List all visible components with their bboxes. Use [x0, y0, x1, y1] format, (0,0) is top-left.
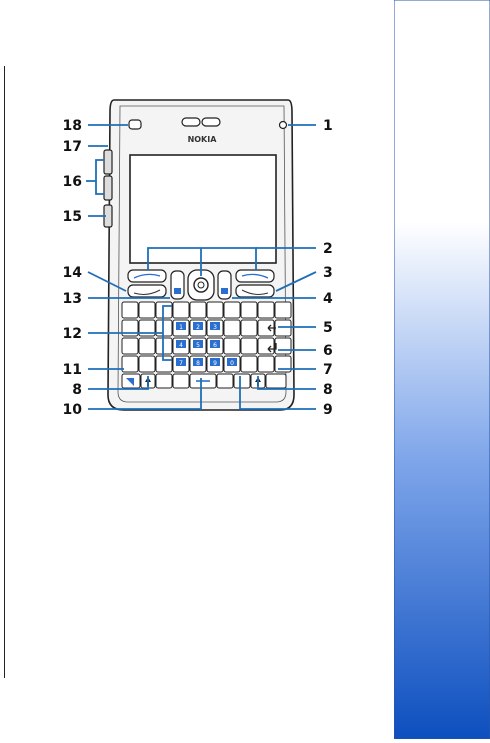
number-key-0-label: 0: [230, 360, 234, 367]
callout-3: 3: [323, 265, 333, 281]
keyboard-key: [224, 302, 240, 318]
number-key-4-label: 4: [179, 342, 183, 349]
callout-8-right: 8: [323, 382, 333, 398]
brand-logo: NOKIA: [188, 135, 218, 144]
call-key: [128, 285, 166, 297]
callout-8-left: 8: [72, 382, 82, 398]
keyboard-key: [173, 302, 189, 318]
callout-15: 15: [63, 209, 82, 225]
callout-5: 5: [323, 320, 333, 336]
callout-7: 7: [323, 362, 333, 378]
left-selection-key: [128, 270, 166, 282]
keyboard-key: [234, 374, 250, 388]
callout-14: 14: [63, 265, 83, 281]
earpiece-right: [202, 118, 220, 126]
keyboard-key: [258, 356, 274, 372]
keyboard-key: [122, 302, 138, 318]
display-screen: [130, 155, 276, 263]
keyboard-key: [207, 302, 223, 318]
keyboard-key: [241, 320, 257, 336]
home-key: [171, 271, 184, 299]
light-sensor: [129, 120, 141, 129]
front-camera: [280, 122, 287, 129]
side-key-down: [104, 176, 112, 200]
keyboard-key: [224, 338, 240, 354]
callout-17: 17: [63, 139, 82, 155]
mail-icon: [221, 288, 228, 294]
navi-key-dot: [198, 282, 204, 288]
keyboard-key: [275, 302, 291, 318]
keyboard-key: [275, 320, 291, 336]
home-icon: [174, 288, 181, 294]
keyboard-key: [258, 338, 274, 354]
keyboard-key: [139, 302, 155, 318]
number-key-7-label: 7: [179, 360, 183, 367]
keyboard-key: [156, 302, 172, 318]
keyboard-key: [241, 302, 257, 318]
keyboard-key: [139, 338, 155, 354]
callout-6: 6: [323, 343, 333, 359]
side-key-up: [104, 150, 112, 174]
keyboard-key: [241, 338, 257, 354]
number-key-9-label: 9: [213, 360, 217, 367]
mail-key: [218, 271, 231, 299]
right-selection-key: [236, 270, 274, 282]
callout-11: 11: [63, 362, 82, 378]
callout-1: 1: [323, 118, 333, 134]
callout-2: 2: [323, 241, 333, 257]
keyboard-key: [156, 374, 172, 388]
keyboard-key: [275, 338, 291, 354]
number-key-1-label: 1: [179, 324, 183, 331]
keyboard-key: [241, 356, 257, 372]
callout-4: 4: [323, 291, 333, 307]
number-key-6-label: 6: [213, 342, 217, 349]
callout-13: 13: [63, 291, 82, 307]
keyboard-key: [173, 374, 189, 388]
callout-18: 18: [63, 118, 82, 134]
keyboard: 1 2 3 4 5 6 7 8 9 0: [122, 302, 291, 388]
callout-9: 9: [323, 402, 333, 418]
callout-16: 16: [63, 174, 82, 190]
keyboard-key: [156, 356, 172, 372]
callout-12: 12: [63, 326, 82, 342]
number-key-3-label: 3: [213, 324, 217, 331]
keyboard-key: [122, 356, 138, 372]
number-key-5-label: 5: [196, 342, 200, 349]
keyboard-key: [139, 356, 155, 372]
keyboard-key: [217, 374, 233, 388]
callout-10: 10: [63, 402, 83, 418]
keyboard-key: [190, 302, 206, 318]
number-key-2-label: 2: [196, 324, 200, 331]
keyboard-key: [258, 302, 274, 318]
number-key-8-label: 8: [196, 360, 200, 367]
keyboard-key: [122, 338, 138, 354]
ctrl-key: [266, 374, 286, 388]
end-key: [236, 285, 274, 297]
keyboard-key: [224, 320, 240, 336]
keyboard-key: [156, 338, 172, 354]
earpiece-left: [182, 118, 200, 126]
